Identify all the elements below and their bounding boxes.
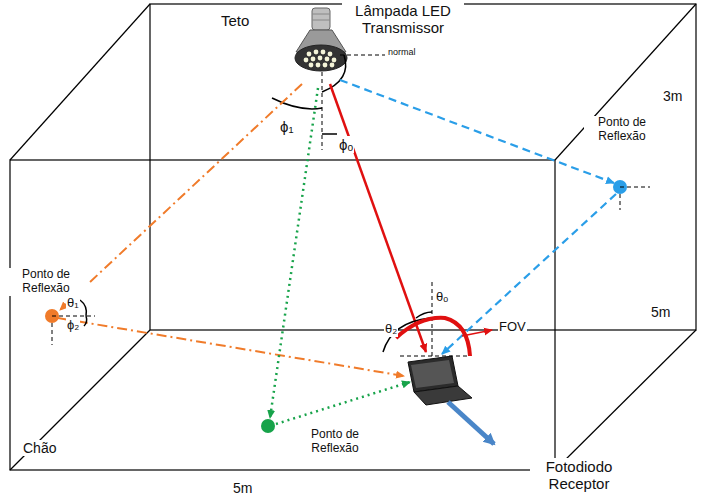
ceiling-label: Teto	[220, 12, 250, 29]
transmitter-label: Lâmpada LED Transmissor	[342, 2, 464, 37]
reflection-label: Ponto de Reflexão	[298, 428, 372, 456]
led-lamp	[295, 8, 347, 71]
direct-ray	[330, 84, 426, 352]
receiver-label: Fotodiodo Receptor	[530, 458, 628, 493]
floor-label: Chão	[22, 440, 57, 456]
angle-label: ϕₒ	[338, 136, 354, 153]
dimension-label: 5m	[650, 304, 671, 320]
angle-label: ϕ₁	[279, 118, 294, 135]
fov-label: FOV	[498, 320, 527, 335]
dimension-label: 3m	[662, 88, 683, 104]
angle-label: ϕ₂	[66, 318, 80, 333]
room-box	[10, 4, 696, 470]
dimension-label: 5m	[232, 480, 253, 496]
reflection-label: Ponto de Reflexão	[584, 116, 660, 144]
angle-label: θ₁	[66, 296, 80, 311]
angle-label: θₒ	[435, 290, 449, 305]
normal-label: normal	[387, 47, 417, 57]
laptop-receiver	[408, 356, 472, 405]
angle-label: θ₂	[384, 322, 398, 337]
reflection-label: Ponto de Reflexão	[4, 268, 88, 296]
